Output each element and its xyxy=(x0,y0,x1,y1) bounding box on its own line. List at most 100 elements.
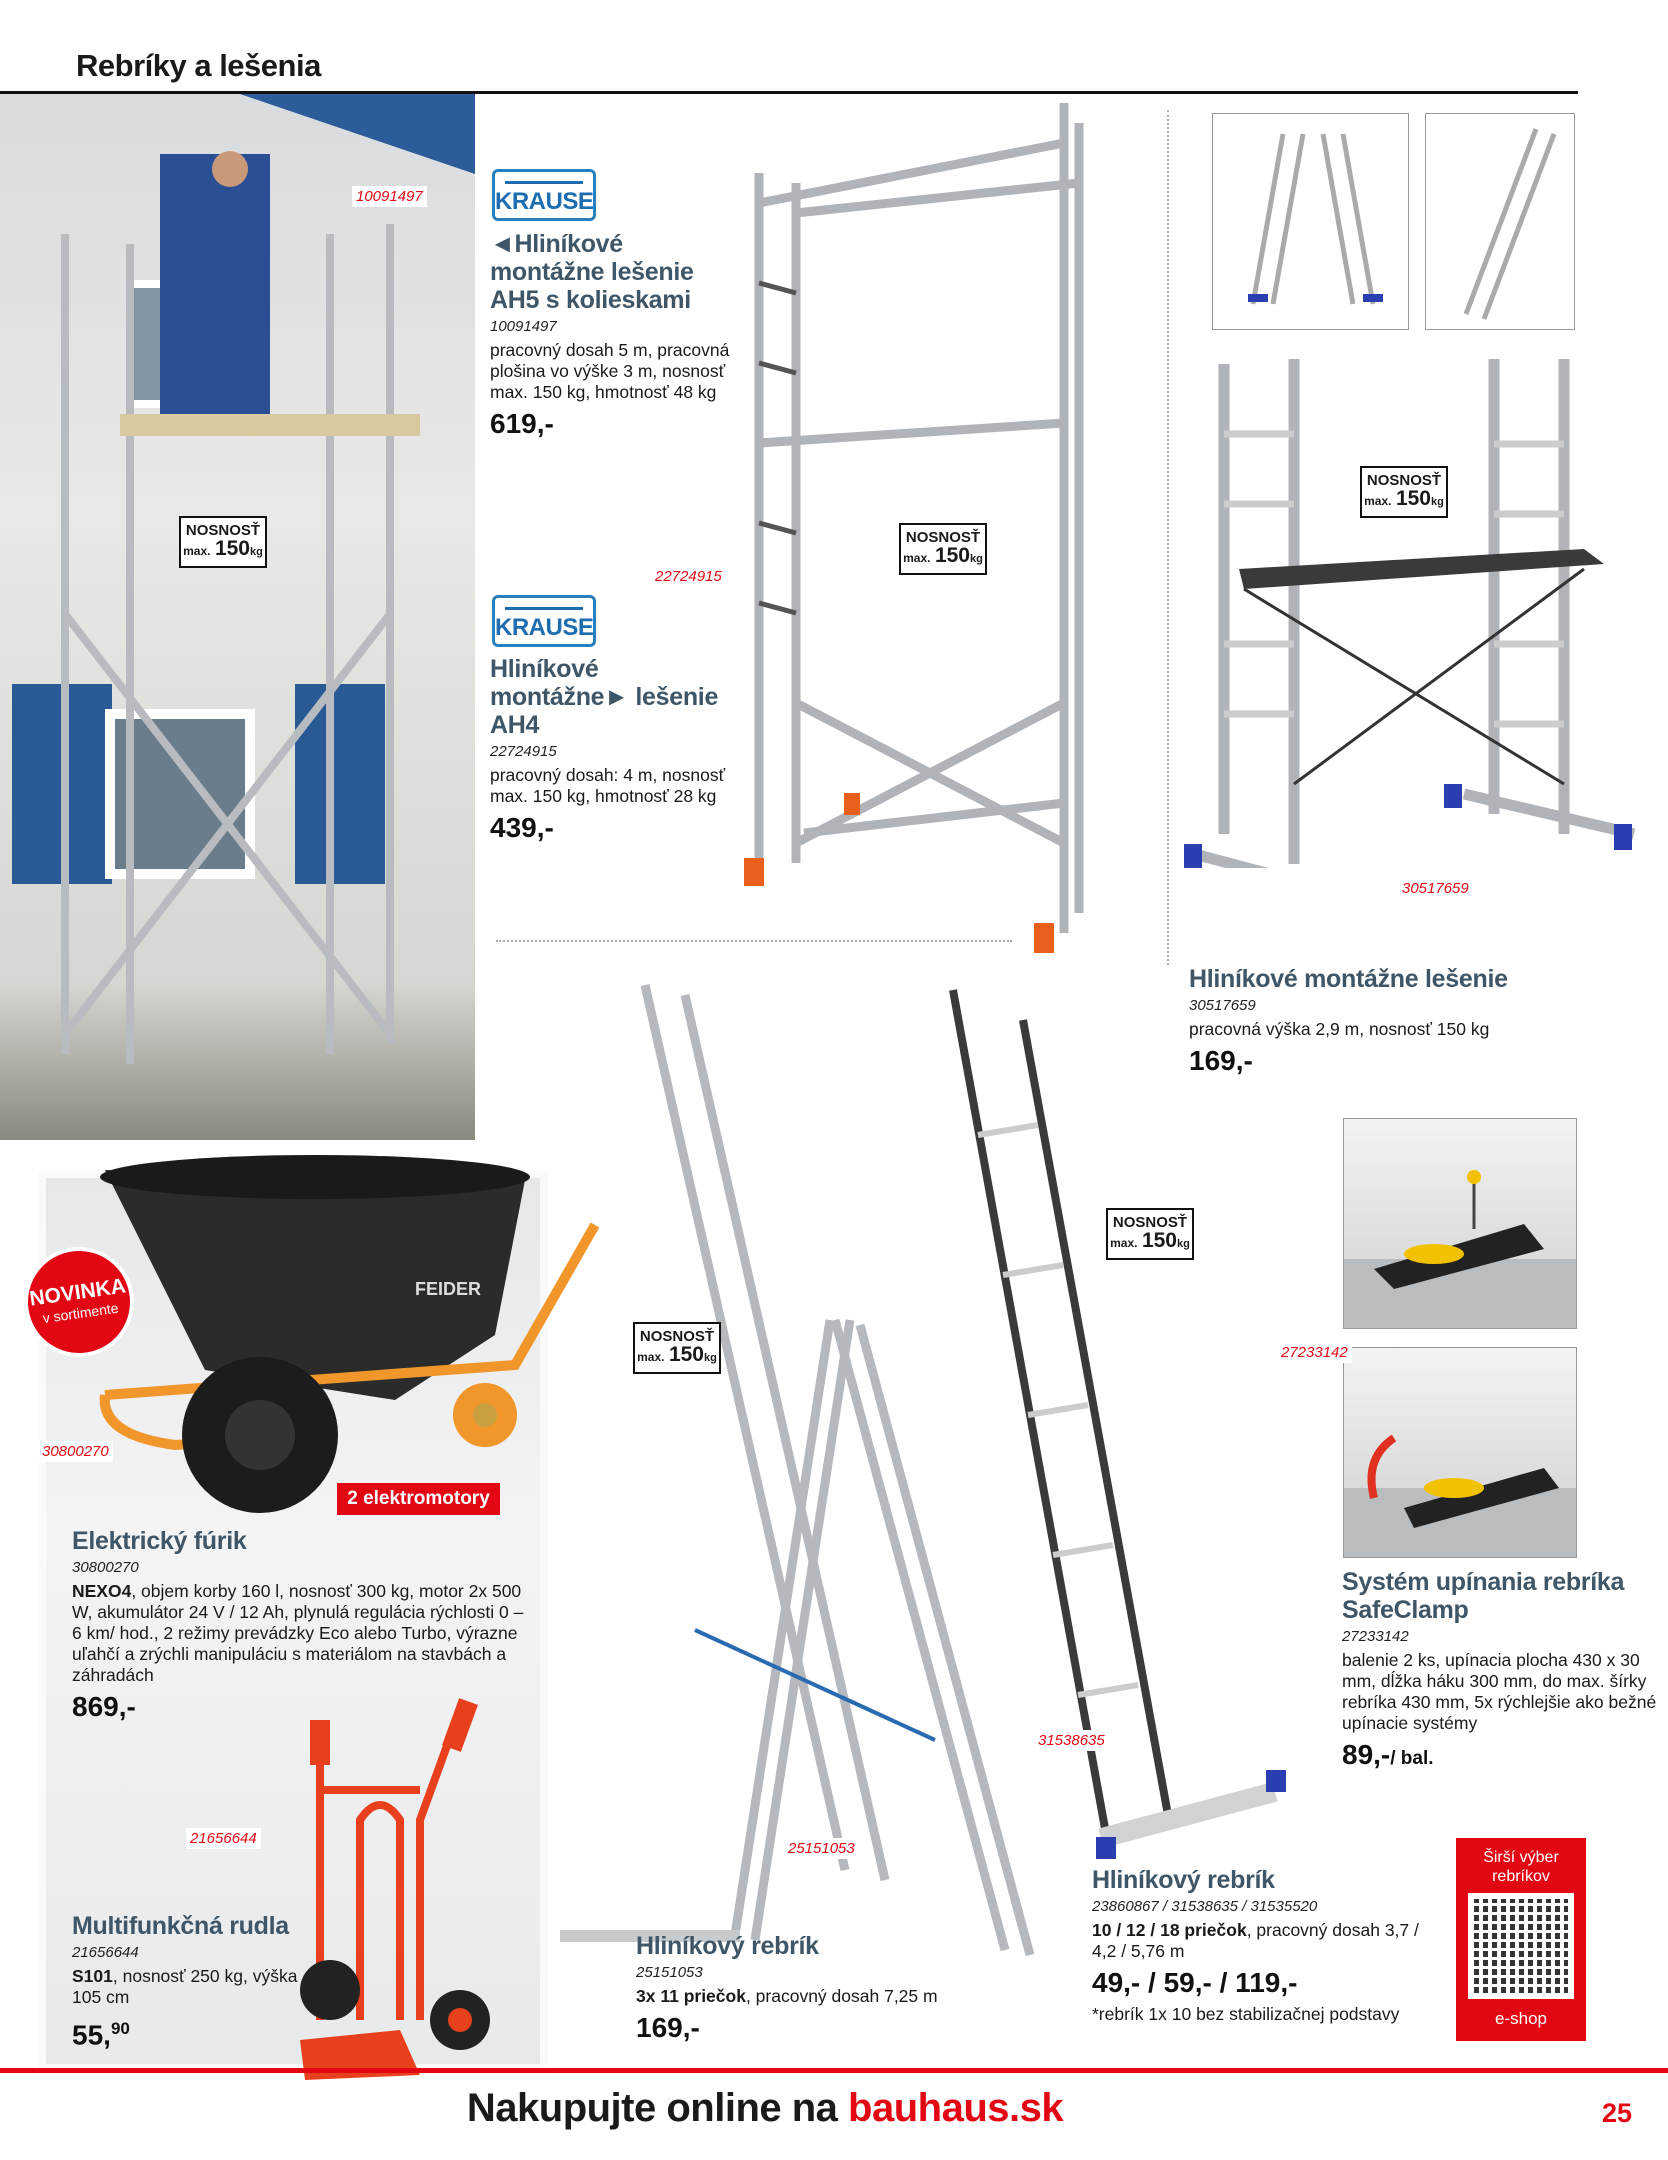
product-code: 10091497 xyxy=(352,186,427,207)
capacity-badge: NOSNOSŤ max. 150kg xyxy=(633,1322,721,1374)
product-title: Hliníkový rebrík xyxy=(636,1932,819,1960)
product-description: NEXO4, objem korby 160 l, nosnosť 300 kg… xyxy=(72,1581,534,1686)
qr-bottom-label: e-shop xyxy=(1495,2009,1547,2028)
badge-max: max. xyxy=(183,544,211,558)
product-ah4: Hliníkové montážne► lešenie AH4 22724915… xyxy=(490,655,742,845)
product-code: 27233142 xyxy=(1277,1342,1352,1363)
hand-truck-image xyxy=(300,1698,490,2080)
dotted-divider xyxy=(496,940,1012,942)
product-ladder1: Hliníkový rebrík 23860867 / 31538635 / 3… xyxy=(1092,1866,1448,2025)
ladder-3x11-image xyxy=(560,984,1035,1957)
product-scaffold: Hliníkové montážne lešenie 30517659 prac… xyxy=(1189,965,1629,1078)
footer-cta: Nakupujte online na bauhaus.sk xyxy=(0,2086,1530,2131)
desc-bold: S101 xyxy=(72,1966,113,1986)
motors-label: 2 elektromotory xyxy=(337,1483,500,1515)
badge-max: max. xyxy=(637,1350,665,1364)
desc-text: , pracovný dosah 7,25 m xyxy=(745,1986,938,2006)
badge-value: 150 xyxy=(934,544,970,567)
qr-top-label: Širší výber rebríkov xyxy=(1483,1849,1559,1885)
product-description: pracovný dosah 5 m, pracovná plošina vo … xyxy=(490,340,730,402)
product-price: 49,- / 59,- / 119,- xyxy=(1092,1967,1298,1998)
product-description: 10 / 12 / 18 priečok, pracovný dosah 3,7… xyxy=(1092,1920,1448,1962)
product-id: 23860867 / 31538635 / 31535520 xyxy=(1092,1898,1318,1915)
dotted-divider xyxy=(1167,110,1169,965)
product-title: Elektrický fúrik xyxy=(72,1527,247,1555)
badge-title: NOSNOSŤ xyxy=(1366,472,1442,489)
product-price: 869,- xyxy=(72,1691,136,1722)
product-price: 169,- xyxy=(636,2012,700,2043)
product-id: 27233142 xyxy=(1342,1628,1409,1645)
product-title: Hliníkový rebrík xyxy=(1092,1866,1275,1894)
scaffold-ah4-image xyxy=(744,103,1084,953)
desc-text: , pracovný dosah 3,7 / 4,2 / 5,76 m xyxy=(1092,1920,1419,1961)
ladder-single-image xyxy=(949,989,1286,1859)
badge-title: NOSNOSŤ xyxy=(1112,1214,1188,1231)
product-description: pracovná výška 2,9 m, nosnosť 150 kg xyxy=(1189,1019,1490,1039)
desc-bold: NEXO4 xyxy=(72,1581,132,1601)
capacity-badge: NOSNOSŤ max. 150kg xyxy=(1106,1208,1194,1260)
safeclamp-photo-2 xyxy=(1343,1347,1577,1558)
product-price: 89,-/ bal. xyxy=(1342,1738,1434,1776)
product-price: 619,- xyxy=(490,408,554,439)
product-id: 30800270 xyxy=(72,1559,139,1576)
thumb-ladder-a xyxy=(1212,113,1409,330)
badge-unit: kg xyxy=(250,546,263,558)
product-id: 10091497 xyxy=(490,318,557,335)
product-title: Hliníkové montážne lešenie xyxy=(1189,965,1508,993)
header-rule xyxy=(0,91,1578,94)
badge-unit: kg xyxy=(1431,496,1444,508)
product-id: 21656644 xyxy=(72,1944,139,1961)
footer-text: Nakupujte online na xyxy=(466,2086,849,2130)
thumb-ladder-b xyxy=(1425,113,1575,330)
scaffold-platform-image xyxy=(1184,359,1636,868)
krause-logo: KRAUSE xyxy=(492,595,596,647)
product-price: 169,- xyxy=(1189,1045,1253,1076)
badge-value: 150 xyxy=(1395,487,1431,510)
product-title: Systém upínania rebríka SafeClamp xyxy=(1342,1568,1625,1624)
product-description: 3x 11 priečok, pracovný dosah 7,25 m xyxy=(636,1986,938,2007)
badge-max: max. xyxy=(1110,1236,1138,1250)
product-price: 439,- xyxy=(490,812,554,843)
product-id: 22724915 xyxy=(490,743,557,760)
price-cents: 90 xyxy=(110,2019,130,2038)
badge-max: max. xyxy=(903,551,931,565)
scaffold-illustration xyxy=(0,94,475,1064)
product-code: 21656644 xyxy=(186,1828,261,1849)
product-ladder3: Hliníkový rebrík 25151053 3x 11 priečok,… xyxy=(636,1932,1076,2045)
badge-title: NOSNOSŤ xyxy=(905,529,981,546)
safeclamp-photo-1 xyxy=(1343,1118,1577,1329)
qr-eshop-box[interactable]: Širší výber rebríkov e-shop xyxy=(1456,1838,1586,2041)
badge-unit: kg xyxy=(1177,1238,1190,1250)
badge-title: NOSNOSŤ xyxy=(185,522,261,539)
footnote: *rebrík 1x 10 bez stabilizačnej podstavy xyxy=(1092,2004,1400,2024)
badge-value: 150 xyxy=(214,537,250,560)
product-code: 30517659 xyxy=(1398,878,1473,899)
product-description: S101, nosnosť 250 kg, výška 105 cm xyxy=(72,1966,317,2008)
badge-title: NOSNOSŤ xyxy=(639,1328,715,1345)
krause-logo: KRAUSE xyxy=(492,169,596,221)
badge-value: 150 xyxy=(1141,1229,1177,1252)
badge-unit: kg xyxy=(704,1352,717,1364)
desc-bold: 3x 11 priečok xyxy=(636,1986,746,2006)
wheelbarrow-image: FEIDER xyxy=(99,1155,600,1513)
product-description: pracovný dosah: 4 m, nosnosť max. 150 kg… xyxy=(490,765,726,806)
desc-bold: 10 / 12 / 18 priečok xyxy=(1092,1920,1247,1940)
footer-rule xyxy=(0,2068,1668,2073)
product-id: 25151053 xyxy=(636,1964,703,1981)
desc-text: , nosnosť 250 kg, výška 105 cm xyxy=(72,1966,298,2007)
product-code: 25151053 xyxy=(784,1838,859,1859)
product-price: 55,90 xyxy=(72,2012,130,2052)
page-title: Rebríky a lešenia xyxy=(76,48,321,83)
capacity-badge: NOSNOSŤ max. 150kg xyxy=(179,516,267,568)
page-number: 25 xyxy=(1602,2098,1633,2128)
badge-value: 150 xyxy=(668,1343,704,1366)
price-main: 55, xyxy=(72,2019,111,2051)
qr-code-icon xyxy=(1468,1893,1574,1999)
footer-link[interactable]: bauhaus.sk xyxy=(848,2086,1064,2130)
product-id: 30517659 xyxy=(1189,997,1256,1014)
product-title: Multifunkčná rudla xyxy=(72,1912,289,1940)
product-code: 30800270 xyxy=(38,1441,113,1462)
desc-text: , objem korby 160 l, nosnosť 300 kg, mot… xyxy=(72,1581,524,1685)
